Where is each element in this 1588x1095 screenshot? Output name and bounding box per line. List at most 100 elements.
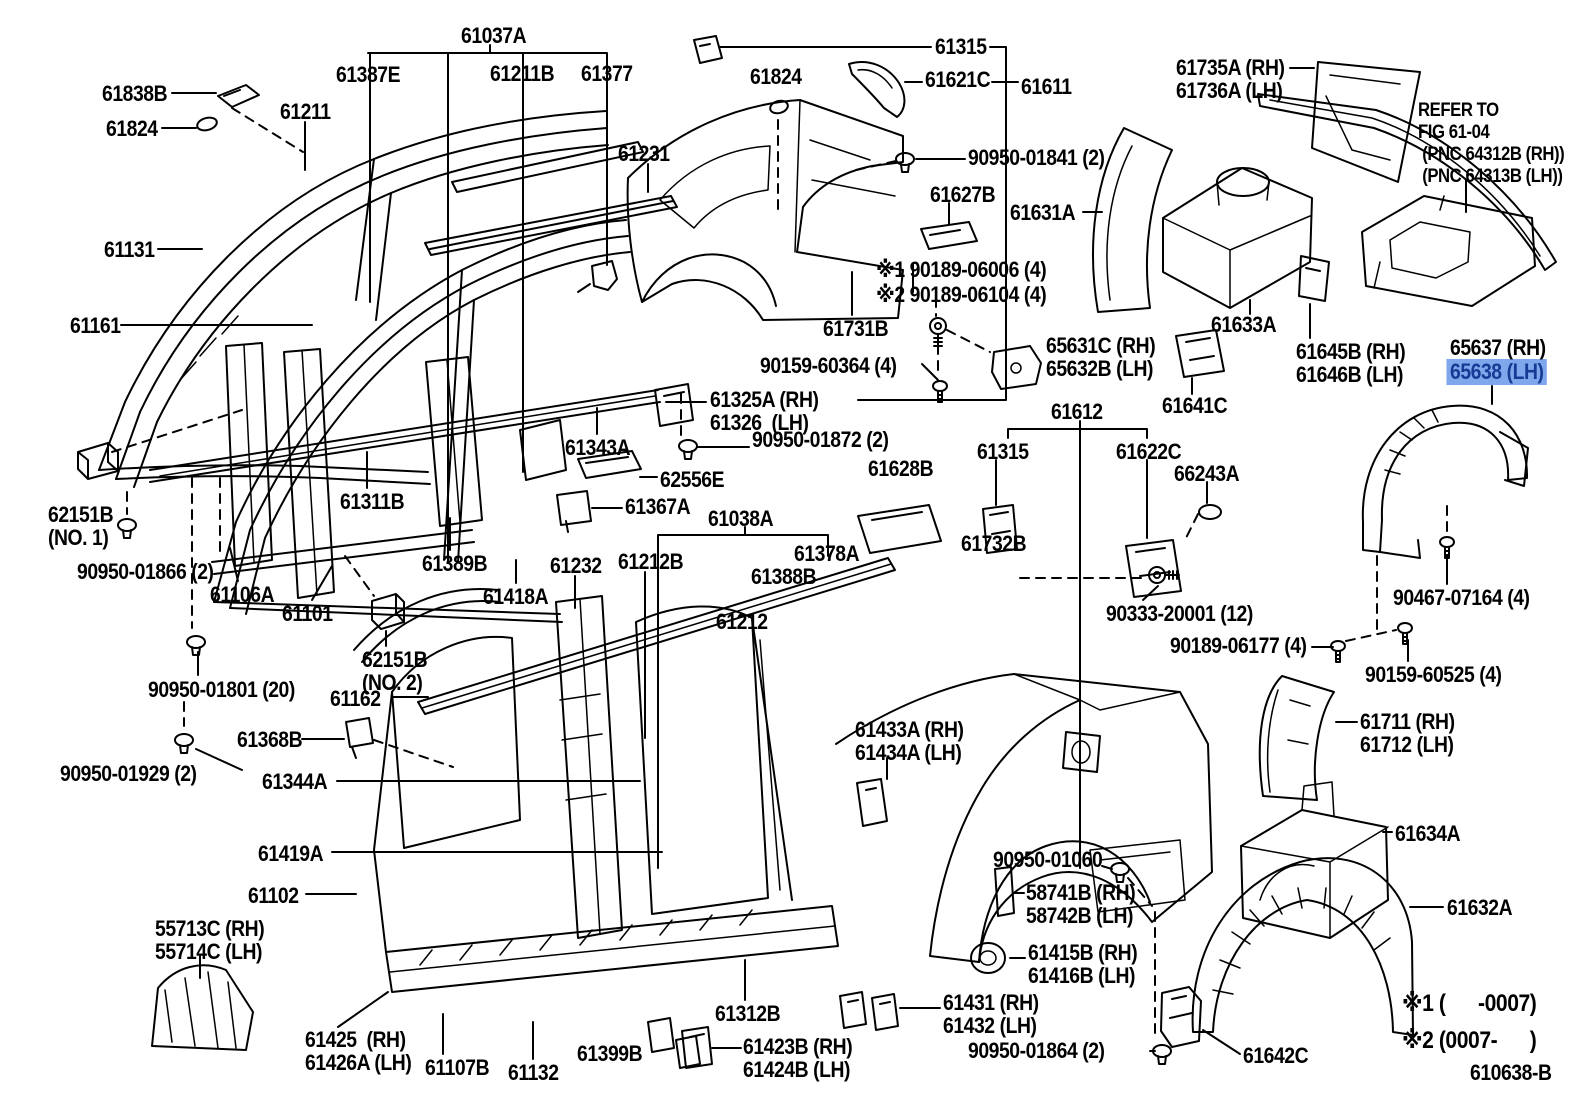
part-label-90333-20001: 90333-20001 (12) — [1106, 602, 1253, 625]
part-label-61633A: 61633A — [1211, 312, 1277, 337]
part-label-61611: 61611 — [1021, 75, 1072, 98]
part-number-text: (NO. 2) — [362, 670, 423, 695]
part-number-text: 90159-60525 (4) — [1365, 662, 1502, 687]
part-label-90467-07164: 90467-07164 (4) — [1393, 586, 1530, 609]
part-number-text: 62556E — [660, 467, 725, 492]
part-number-text: ※1 ( -0007) — [1402, 990, 1537, 1017]
part-number-text: 61101 — [282, 601, 333, 626]
part-number-text: 61425 (RH) — [305, 1027, 406, 1052]
part-label-61631A: 61631A — [1010, 201, 1076, 224]
part-label-61388B: 61388B — [751, 565, 817, 588]
part-number-text: 61231 — [618, 141, 670, 166]
part-drawing-body-side-frame-rear — [213, 219, 631, 623]
part-number-text: 61418A — [483, 584, 549, 609]
part-number-text: 90189-06177 (4) — [1170, 633, 1307, 658]
part-number-text: 61389B — [422, 551, 488, 576]
part-drawing-61633a — [1162, 167, 1313, 309]
part-number-text: 61633A — [1211, 312, 1277, 337]
part-label-61433A-61434A: 61433A (RH)61434A (LH) — [855, 718, 964, 764]
part-number-text: 61642C — [1243, 1043, 1309, 1068]
part-number-text: 61367A — [625, 494, 691, 519]
part-label-65631C-65632B: 65631C (RH)65632B (LH) — [1046, 334, 1156, 381]
part-drawing-61038a-body-side — [353, 557, 896, 993]
part-label-90950-01801: 90950-01801 (20) — [148, 678, 295, 701]
part-number-text: 61211B — [490, 61, 555, 86]
part-label-61312B: 61312B — [715, 1002, 781, 1025]
part-label-90950-01929: 90950-01929 (2) — [60, 762, 197, 785]
part-number-text: 61378A — [794, 541, 860, 566]
part-label-90950-01866: 90950-01866 (2) — [77, 560, 214, 583]
part-number-text: 61611 — [1021, 74, 1072, 99]
part-number-text: 61132 — [508, 1060, 559, 1085]
part-number-text: 61736A (LH) — [1176, 78, 1283, 103]
part-number-text: 61037A — [461, 23, 527, 48]
part-label-61735A-61736A: 61735A (RH)61736A (LH) — [1176, 56, 1285, 102]
part-number-text: 61426A (LH) — [305, 1050, 412, 1075]
part-label-61621C: 61621C — [925, 67, 991, 92]
part-drawing-61711 — [1258, 675, 1335, 801]
part-label-61731B: 61731B — [823, 317, 889, 340]
part-label-61211B: 61211B — [490, 61, 555, 86]
part-label-90189-06177: 90189-06177 (4) — [1170, 634, 1307, 657]
part-label-61627B: 61627B — [930, 182, 996, 207]
part-number-text: 61634A — [1395, 821, 1461, 846]
part-label-61632A: 61632A — [1447, 896, 1513, 919]
part-label-61628B: 61628B — [868, 457, 934, 480]
part-label-61315-a: 61315 — [935, 35, 987, 58]
part-label-61037A: 61037A — [461, 23, 527, 48]
part-label-61824-a: 61824 — [106, 117, 158, 140]
part-number-text: ※2 90189-06104 (4) — [876, 282, 1047, 307]
part-number-text: 61415B (RH) — [1028, 940, 1138, 965]
part-number-text: 61432 (LH) — [943, 1013, 1037, 1038]
part-label-61367A: 61367A — [625, 494, 691, 519]
part-number-text: 58741B (RH) — [1026, 880, 1136, 905]
part-number-text: 61102 — [248, 883, 299, 908]
part-label-61162: 61162 — [330, 687, 381, 710]
part-number-text: 61344A — [262, 769, 328, 794]
part-drawing-inner-pillars — [149, 342, 661, 599]
part-label-90159-60525: 90159-60525 (4) — [1365, 663, 1502, 686]
part-label-90950-01864: 90950-01864 (2) — [968, 1039, 1105, 1062]
part-label-61107B: 61107B — [425, 1055, 490, 1080]
part-number-text: 61212 — [716, 609, 768, 634]
part-label-61711-61712: 61711 (RH)61712 (LH) — [1360, 710, 1455, 756]
part-number-text: 61433A (RH) — [855, 717, 964, 742]
part-drawing-55713c — [151, 964, 254, 1051]
part-number-text: 61621C — [925, 67, 991, 92]
part-number-text: 90159-60364 (4) — [760, 353, 897, 378]
part-label-61425-61426A: 61425 (RH)61426A (LH) — [305, 1027, 412, 1075]
part-label-55713C-55714C: 55713C (RH)55714C (LH) — [155, 917, 265, 963]
part-number-text: 61107B — [425, 1055, 490, 1080]
part-label-footnote-1: ※1 ( -0007) — [1402, 990, 1537, 1017]
part-label-62151B-no1: 62151B(NO. 1) — [48, 503, 114, 550]
part-number-text: 90333-20001 (12) — [1106, 601, 1253, 626]
part-drawing-61731b-quarter-panel — [626, 99, 904, 321]
part-label-drawing-number: 610638-B — [1470, 1061, 1552, 1084]
part-label-61399B: 61399B — [577, 1042, 643, 1065]
part-number-text: 61161 — [70, 313, 121, 338]
part-drawing-61735a — [1311, 61, 1421, 183]
part-label-90950-01872: 90950-01872 (2) — [752, 428, 889, 451]
part-number-text: 62151B — [362, 647, 428, 672]
part-number-text: 65632B (LH) — [1046, 356, 1154, 381]
part-label-61642C: 61642C — [1243, 1043, 1309, 1068]
part-label-61612: 61612 — [1051, 400, 1103, 423]
part-number-text: REFER TO — [1418, 100, 1499, 121]
part-label-61231: 61231 — [618, 142, 670, 165]
part-number-text: 61431 (RH) — [943, 990, 1039, 1015]
selected-part-number[interactable]: 65638 (LH) — [1446, 359, 1548, 385]
part-number-text: 61735A (RH) — [1176, 55, 1285, 80]
part-number-text: 61646B (LH) — [1296, 362, 1404, 387]
part-number-text: (NO. 1) — [48, 525, 109, 550]
part-label-62151B-no2: 62151B(NO. 2) — [362, 647, 428, 695]
part-label-61232: 61232 — [550, 554, 602, 577]
part-number-text: FIG 61-04 — [1418, 122, 1490, 143]
part-number-text: 610638-B — [1470, 1060, 1552, 1085]
part-label-61161: 61161 — [70, 314, 121, 337]
part-label-61131: 61131 — [104, 238, 155, 261]
part-label-65637-65638[interactable]: 65637 (RH)65638 (LH) — [1446, 336, 1548, 385]
part-number-text: 61627B — [930, 182, 996, 207]
part-number-text: ※1 90189-06006 (4) — [876, 257, 1047, 282]
part-number-text: 61711 (RH) — [1360, 709, 1455, 734]
